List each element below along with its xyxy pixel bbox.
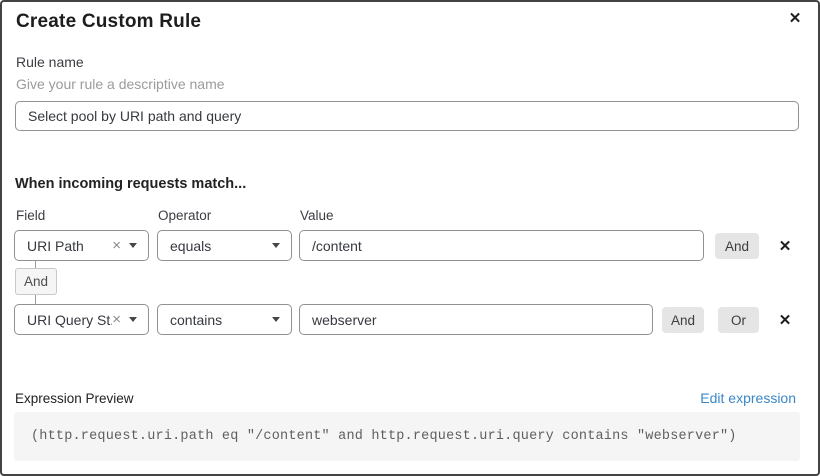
chevron-down-icon xyxy=(129,243,137,248)
dialog-title: Create Custom Rule xyxy=(16,11,202,32)
rule-name-input[interactable] xyxy=(15,101,799,131)
operator-select-row2[interactable]: contains xyxy=(157,304,292,335)
chevron-down-icon xyxy=(272,243,280,248)
chevron-down-icon xyxy=(272,317,280,322)
delete-row2-icon[interactable]: ✕ xyxy=(773,308,797,332)
clear-icon[interactable]: × xyxy=(112,237,121,254)
expression-code: (http.request.uri.path eq "/content" and… xyxy=(14,412,800,461)
field-select-row1-value: URI Path xyxy=(27,237,84,254)
column-label-value: Value xyxy=(300,208,334,223)
operator-select-row2-value: contains xyxy=(170,311,223,328)
edit-expression-link[interactable]: Edit expression xyxy=(700,390,796,406)
match-heading: When incoming requests match... xyxy=(15,176,247,192)
operator-select-row1-value: equals xyxy=(170,237,212,254)
rule-name-hint: Give your rule a descriptive name xyxy=(16,76,225,92)
clear-icon[interactable]: × xyxy=(112,311,121,328)
chevron-down-icon xyxy=(129,317,137,322)
field-select-row2[interactable]: URI Query St... × xyxy=(14,304,149,335)
and-button-row1[interactable]: And xyxy=(715,233,759,259)
value-input-row1[interactable] xyxy=(299,230,704,261)
connector-and-badge: And xyxy=(15,268,57,295)
operator-select-row1[interactable]: equals xyxy=(157,230,292,261)
and-button-row2[interactable]: And xyxy=(662,307,704,333)
connector-line-bottom xyxy=(35,295,36,304)
value-input-row2[interactable] xyxy=(299,304,653,335)
rule-name-label: Rule name xyxy=(16,54,84,70)
field-select-row2-value: URI Query St... xyxy=(27,311,112,328)
expression-preview-label: Expression Preview xyxy=(15,391,134,406)
column-label-operator: Operator xyxy=(158,208,212,223)
delete-row1-icon[interactable]: ✕ xyxy=(773,234,797,258)
column-label-field: Field xyxy=(16,208,46,223)
connector-line-top xyxy=(35,261,36,268)
or-button-row2[interactable]: Or xyxy=(718,307,759,333)
close-icon[interactable]: ✕ xyxy=(784,7,806,29)
field-select-row1[interactable]: URI Path × xyxy=(14,230,149,261)
